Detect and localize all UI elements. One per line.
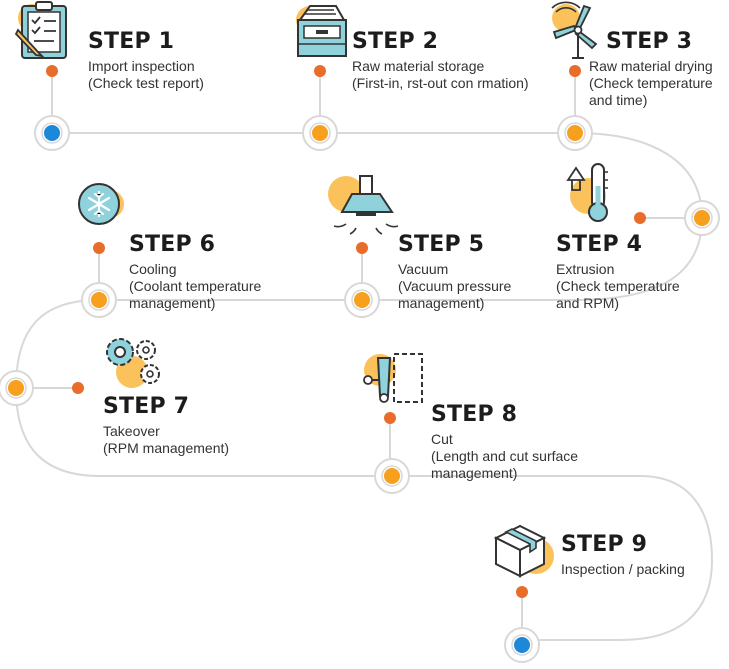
step-description: Cooling (Coolant temperature management) bbox=[129, 261, 262, 311]
step-2: STEP 2 Raw material storage (First-in, r… bbox=[352, 30, 529, 92]
node-dot bbox=[354, 292, 370, 308]
step-description: Vacuum (Vacuum pressure management) bbox=[398, 261, 512, 311]
connector-9 bbox=[516, 586, 528, 628]
connector-dot bbox=[384, 412, 396, 424]
connector-4 bbox=[634, 212, 685, 224]
step-description: Cut (Length and cut surface management) bbox=[431, 431, 579, 481]
connector-dot bbox=[634, 212, 646, 224]
gears-icon bbox=[106, 338, 160, 388]
node-dot bbox=[384, 468, 400, 484]
step-7: STEP 7 Takeover (RPM management) bbox=[103, 395, 229, 457]
snowflake-icon bbox=[78, 183, 124, 225]
step-title: STEP 2 bbox=[352, 29, 439, 54]
step-1: STEP 1 Import inspection (Check test rep… bbox=[88, 30, 204, 92]
step-9: STEP 9 Inspection / packing bbox=[561, 533, 685, 578]
path-node-6 bbox=[81, 282, 117, 318]
connector-dot bbox=[356, 242, 368, 254]
step-title: STEP 3 bbox=[606, 29, 693, 54]
node-dot bbox=[44, 125, 60, 141]
step-title: STEP 6 bbox=[129, 232, 216, 257]
step-title: STEP 5 bbox=[398, 232, 485, 257]
connector-dot bbox=[46, 65, 58, 77]
connector-dot bbox=[93, 242, 105, 254]
step-description: Raw material storage (First-in, rst-out … bbox=[352, 58, 529, 91]
step-connectors bbox=[33, 65, 685, 628]
step-description: Takeover (RPM management) bbox=[103, 423, 230, 456]
thermometer-icon bbox=[566, 163, 608, 222]
path-node-9 bbox=[504, 627, 540, 663]
storage-drawer-icon bbox=[296, 5, 347, 57]
connector-6 bbox=[93, 242, 105, 283]
step-title: STEP 8 bbox=[431, 402, 518, 427]
step-5: STEP 5 Vacuum (Vacuum pressure managemen… bbox=[398, 233, 511, 312]
step-title: STEP 1 bbox=[88, 29, 175, 54]
cutter-icon bbox=[363, 353, 423, 403]
connector-8 bbox=[384, 412, 396, 459]
fan-icon bbox=[551, 1, 598, 59]
step-6: STEP 6 Cooling (Coolant temperature mana… bbox=[129, 233, 261, 312]
path-node-3 bbox=[557, 115, 593, 151]
step-description: Extrusion (Check temperature and RPM) bbox=[556, 261, 680, 311]
path-node-4 bbox=[684, 200, 720, 236]
node-dot bbox=[514, 637, 530, 653]
path-node-1 bbox=[34, 115, 70, 151]
step-3: STEP 3 Raw material drying (Check temper… bbox=[589, 30, 713, 109]
vacuum-hood-icon bbox=[328, 175, 399, 235]
step-description: Import inspection (Check test report) bbox=[88, 58, 204, 91]
path-nodes bbox=[0, 115, 720, 663]
step-4: STEP 4 Extrusion (Check temperature and … bbox=[556, 233, 680, 312]
step-8: STEP 8 Cut (Length and cut surface manag… bbox=[431, 403, 578, 482]
step-description: Raw material drying (Check temperature a… bbox=[589, 58, 713, 108]
step-title: STEP 7 bbox=[103, 394, 190, 419]
connector-1 bbox=[46, 65, 58, 116]
step-description: Inspection / packing bbox=[561, 561, 685, 577]
node-dot bbox=[312, 125, 328, 141]
connector-7 bbox=[33, 382, 84, 394]
connector-dot bbox=[569, 65, 581, 77]
connector-5 bbox=[356, 242, 368, 283]
node-dot bbox=[91, 292, 107, 308]
node-dot bbox=[8, 380, 24, 396]
path-node-5 bbox=[344, 282, 380, 318]
path-node-7 bbox=[0, 370, 34, 406]
path-node-8 bbox=[374, 458, 410, 494]
step-title: STEP 4 bbox=[556, 232, 643, 257]
node-dot bbox=[694, 210, 710, 226]
package-box-icon bbox=[493, 524, 554, 578]
connector-2 bbox=[314, 65, 326, 116]
clipboard-icon bbox=[14, 1, 67, 59]
connector-dot bbox=[516, 586, 528, 598]
path-node-2 bbox=[302, 115, 338, 151]
connector-dot bbox=[314, 65, 326, 77]
step-title: STEP 9 bbox=[561, 532, 648, 557]
connector-dot bbox=[72, 382, 84, 394]
node-dot bbox=[567, 125, 583, 141]
connector-3 bbox=[569, 65, 581, 116]
